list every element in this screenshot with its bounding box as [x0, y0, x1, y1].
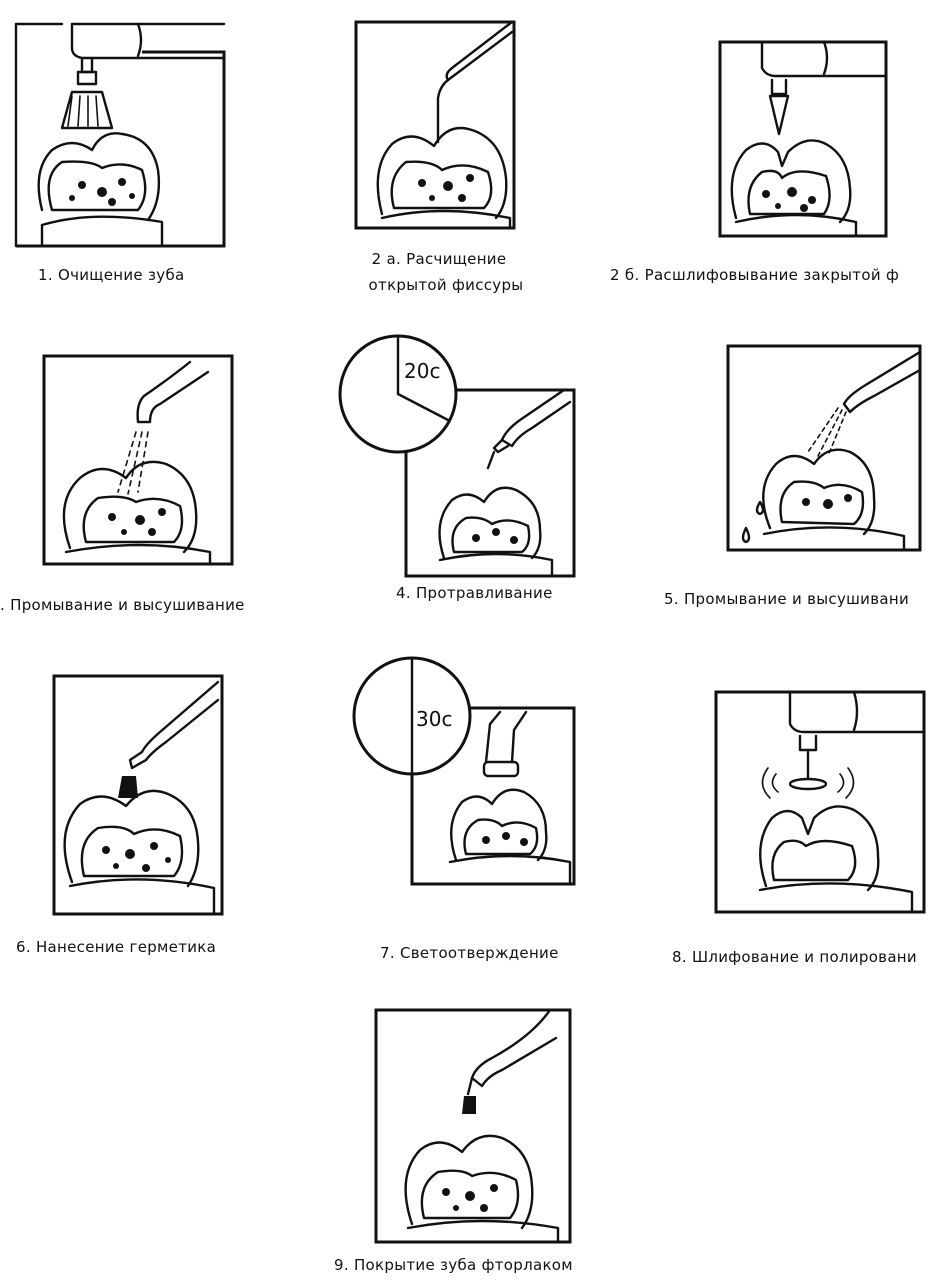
caption-step-2a-line2: открытой фиссуры: [368, 276, 524, 294]
caption-step-1: 1. Очищение зуба: [38, 266, 185, 284]
caption-step-4: 4. Протравливание: [396, 584, 553, 602]
syringe-icon: [842, 350, 922, 414]
handpiece-icon: [80, 56, 94, 74]
brush-icon: [60, 90, 114, 130]
panel-step-8: [714, 690, 926, 914]
caption-step-9: 9. Покрытие зуба фторлаком: [334, 1256, 573, 1274]
panel-step-5: [726, 344, 922, 552]
tooth-icon: [758, 805, 914, 914]
timer-label: 30с: [416, 707, 452, 731]
caption-step-3: . Промывание и высушивание: [0, 596, 245, 614]
tooth-icon: [438, 486, 554, 578]
syringe-icon: [136, 360, 210, 424]
panel-step-3: [42, 354, 234, 566]
panel-step-4: 20с: [338, 334, 576, 578]
bur-icon: [768, 94, 790, 136]
sealant-drop-icon: [118, 776, 138, 798]
drop-icon: [741, 526, 751, 544]
water-spray-icon: [117, 431, 149, 495]
handpiece-icon: [760, 40, 888, 78]
water-spray-icon: [807, 407, 847, 457]
tooth-icon: [448, 788, 572, 886]
timer-label: 20с: [404, 359, 440, 383]
caption-step-6: 6. Нанесение герметика: [16, 938, 217, 956]
tooth-icon: [37, 132, 164, 248]
applicator-icon: [470, 1008, 558, 1088]
caption-step-8: 8. Шлифование и полировани: [672, 948, 917, 966]
panel-step-2a: [354, 20, 516, 230]
caption-step-7: 7. Светоотверждение: [380, 944, 559, 962]
panel-step-7: 30с: [352, 656, 576, 886]
caption-step-5: 5. Промывание и высушивани: [664, 590, 909, 608]
syringe-icon: [500, 388, 572, 448]
panel-step-9: [374, 1008, 572, 1244]
tooth-icon: [376, 126, 512, 230]
tooth-icon: [63, 789, 216, 916]
tooth-icon: [404, 1134, 560, 1244]
timer-icon: [352, 656, 472, 776]
tooth-icon: [62, 460, 212, 566]
panel-step-2b: [718, 40, 888, 238]
drop-icon: [755, 500, 765, 516]
panel-step-1: [14, 22, 226, 248]
handpiece-icon: [788, 690, 926, 734]
polisher-icon: [788, 777, 828, 791]
caption-step-2a-line1: 2 а. Расчищение: [371, 250, 507, 268]
light-guide-icon: [484, 710, 528, 764]
caption-step-2b: 2 б. Расшлифовывание закрытой ф: [610, 266, 900, 284]
timer-icon: [338, 334, 458, 454]
tooth-icon: [762, 448, 906, 552]
panel-step-6: [52, 674, 224, 916]
varnish-drop-icon: [462, 1096, 476, 1114]
tooth-icon: [730, 139, 858, 238]
applicator-icon: [128, 680, 220, 770]
